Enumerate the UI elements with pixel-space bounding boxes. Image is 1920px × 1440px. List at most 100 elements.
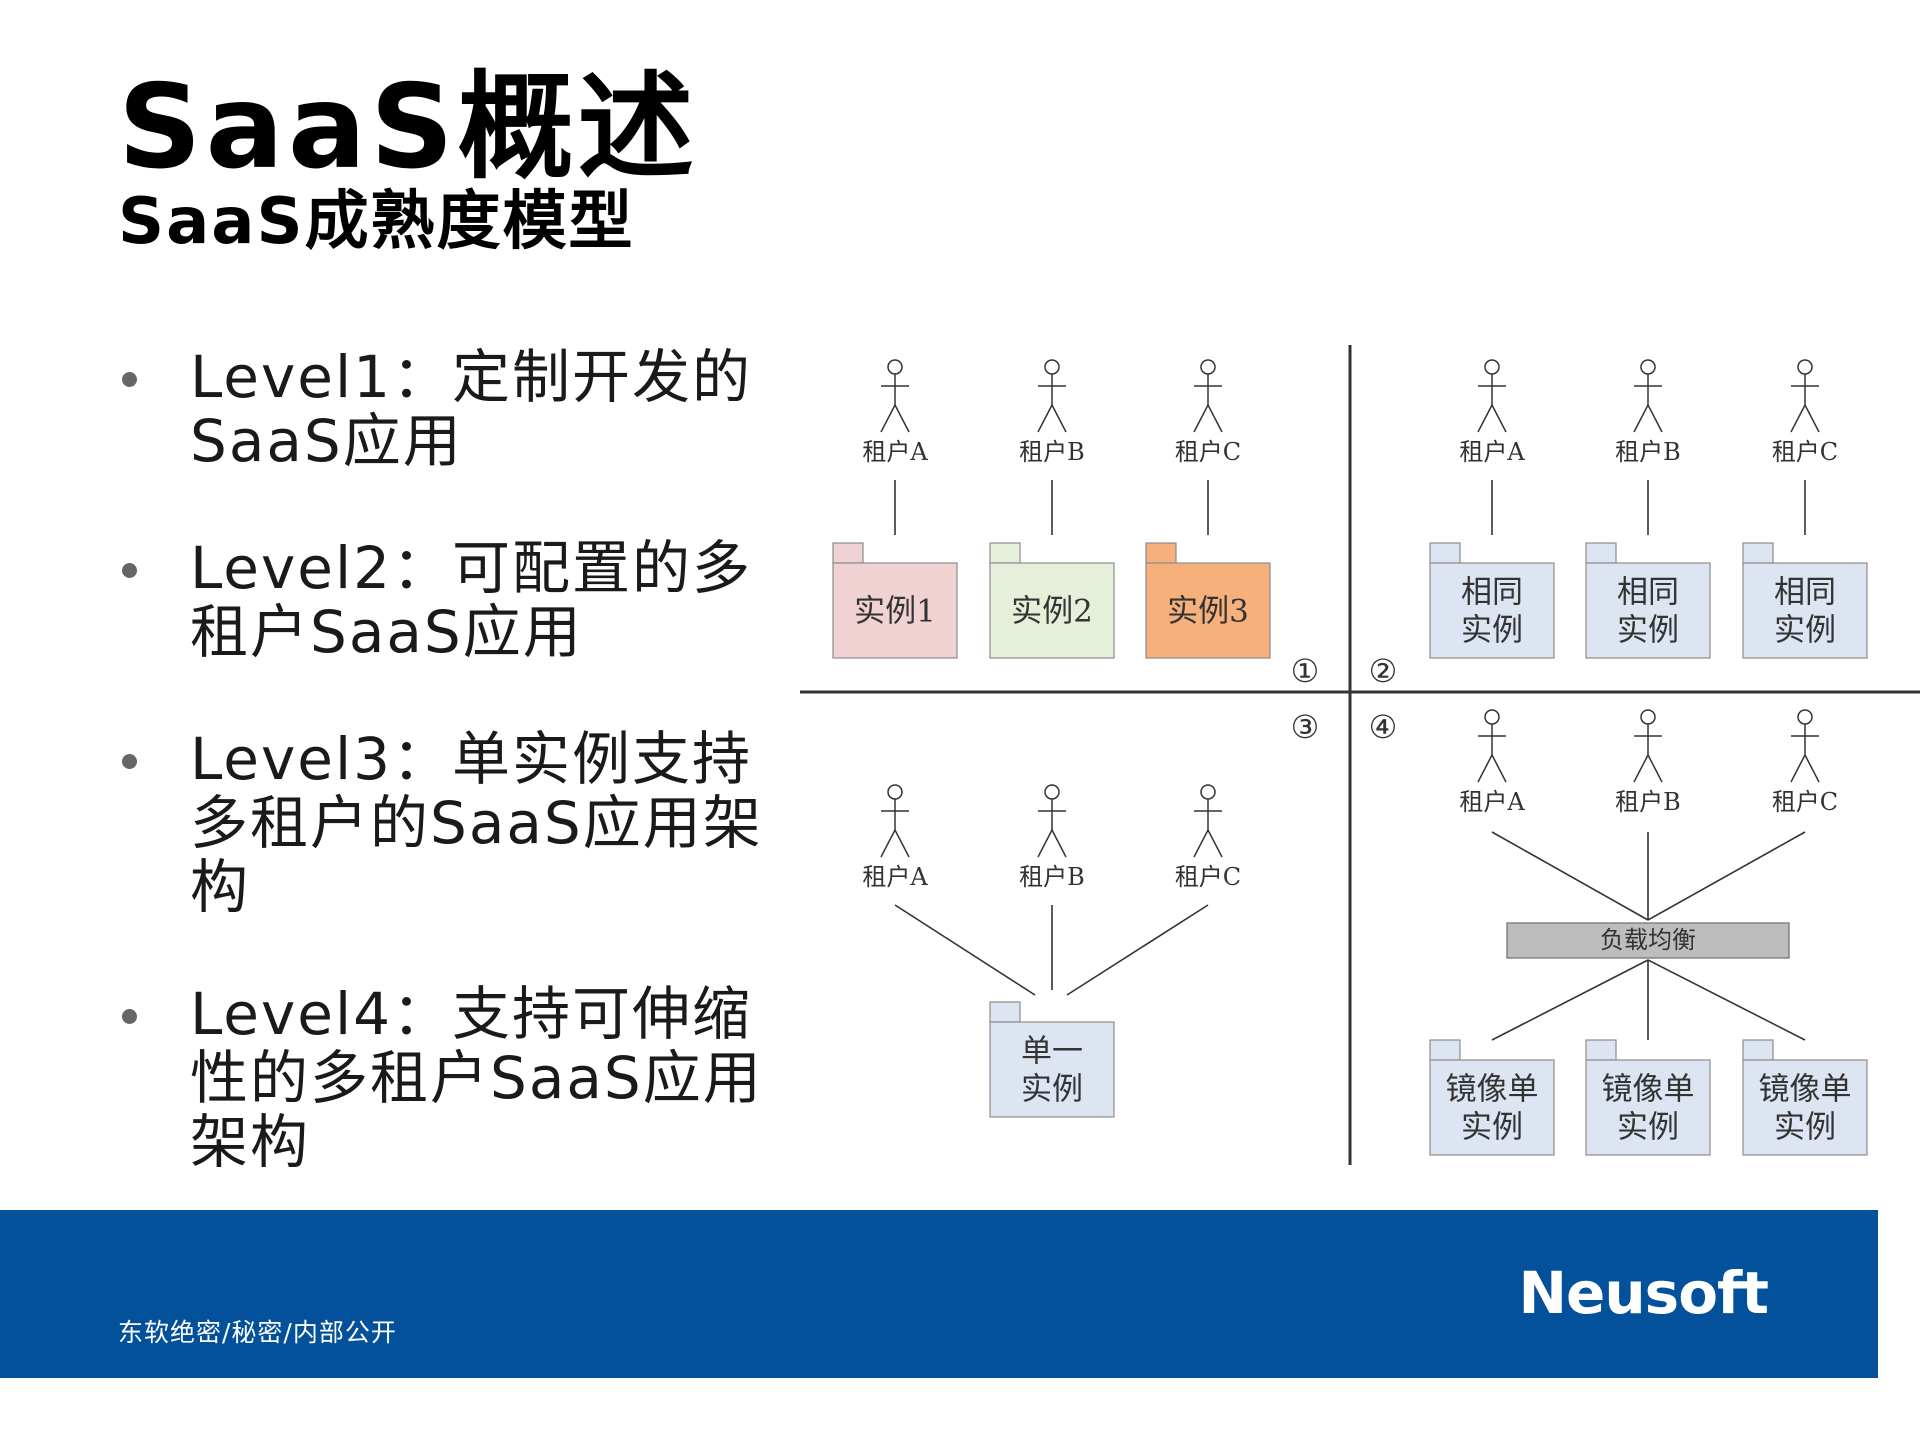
person-leg-icon bbox=[1037, 404, 1053, 433]
instance-label: 镜像单 bbox=[1602, 1072, 1695, 1108]
person-leg-icon bbox=[1633, 404, 1649, 433]
person-leg-icon bbox=[894, 829, 910, 858]
instance-label: 实例 bbox=[1774, 613, 1836, 649]
person-leg-icon bbox=[1790, 754, 1806, 783]
bullet-item: Level2：可配置的多租户SaaS应用 bbox=[118, 536, 798, 664]
person-leg-icon bbox=[1037, 829, 1053, 858]
tenant-label: 租户C bbox=[1175, 863, 1241, 891]
bullet-dot-icon bbox=[122, 754, 137, 769]
tenant-label: 租户B bbox=[1615, 788, 1681, 816]
person-leg-icon bbox=[1804, 754, 1820, 783]
tenant-label: 租户A bbox=[862, 863, 928, 891]
instance-box bbox=[1429, 562, 1555, 659]
person-leg-icon bbox=[880, 829, 896, 858]
bullet-text: Level4：支持可伸缩性的多租户SaaS应用架构 bbox=[190, 980, 763, 1176]
person-leg-icon bbox=[1477, 404, 1493, 433]
connector-line bbox=[1647, 959, 1806, 1041]
folder-tab-icon bbox=[1429, 1039, 1461, 1061]
person-leg-icon bbox=[1804, 404, 1820, 433]
folder-tab-icon bbox=[989, 1001, 1021, 1023]
instance-label: 实例2 bbox=[1011, 594, 1093, 630]
person-leg-icon bbox=[1491, 754, 1507, 783]
tenant-label: 租户C bbox=[1772, 438, 1838, 466]
neusoft-logo: Neusoft bbox=[1518, 1259, 1769, 1327]
connector-line bbox=[1491, 959, 1649, 1041]
bullet-item: Level1：定制开发的SaaS应用 bbox=[118, 345, 798, 473]
tenant-label: 租户A bbox=[1459, 438, 1525, 466]
slide-subtitle: SaaS成熟度模型 bbox=[118, 185, 635, 259]
bullet-dot-icon bbox=[122, 563, 137, 578]
bullet-text: Level2：可配置的多租户SaaS应用 bbox=[190, 534, 753, 666]
person-head-icon bbox=[1640, 359, 1656, 375]
instance-label: 实例 bbox=[1021, 1072, 1083, 1108]
person-head-icon bbox=[1640, 709, 1656, 725]
load-balancer-label: 负载均衡 bbox=[1600, 926, 1696, 954]
bullet-list: Level1：定制开发的SaaS应用 Level2：可配置的多租户SaaS应用 … bbox=[118, 345, 798, 1237]
tenant-label: 租户B bbox=[1615, 438, 1681, 466]
folder-tab-icon bbox=[1145, 542, 1177, 564]
instance-box bbox=[989, 562, 1115, 659]
connector-line bbox=[1647, 831, 1806, 921]
folder-tab-icon bbox=[832, 542, 864, 564]
person-head-icon bbox=[1797, 709, 1813, 725]
bullet-item: Level3：单实例支持多租户的SaaS应用架构 bbox=[118, 727, 798, 919]
instance-box bbox=[1145, 562, 1271, 659]
instance-box bbox=[989, 1021, 1115, 1118]
bullet-item: Level4：支持可伸缩性的多租户SaaS应用架构 bbox=[118, 982, 798, 1174]
instance-label: 相同 bbox=[1461, 575, 1523, 611]
bullet-dot-icon bbox=[122, 372, 137, 387]
instance-label: 实例1 bbox=[854, 594, 936, 630]
folder-tab-icon bbox=[1429, 542, 1461, 564]
quadrant-number: ③ bbox=[1291, 708, 1320, 746]
connector-line bbox=[1066, 904, 1209, 996]
instance-box bbox=[832, 562, 958, 659]
quadrant-number: ② bbox=[1369, 652, 1398, 690]
person-leg-icon bbox=[1051, 829, 1067, 858]
instance-box bbox=[1585, 1059, 1711, 1156]
bullet-text: Level3：单实例支持多租户的SaaS应用架构 bbox=[190, 725, 763, 921]
person-head-icon bbox=[1200, 359, 1216, 375]
tenant-label: 租户C bbox=[1175, 438, 1241, 466]
person-leg-icon bbox=[894, 404, 910, 433]
person-head-icon bbox=[887, 784, 903, 800]
instance-box bbox=[1429, 1059, 1555, 1156]
folder-tab-icon bbox=[989, 542, 1021, 564]
instance-box bbox=[1742, 1059, 1868, 1156]
person-head-icon bbox=[1044, 359, 1060, 375]
person-leg-icon bbox=[1207, 404, 1223, 433]
person-leg-icon bbox=[1491, 404, 1507, 433]
classification-label: 东软绝密/秘密/内部公开 bbox=[118, 1318, 397, 1347]
person-leg-icon bbox=[1647, 754, 1663, 783]
folder-tab-icon bbox=[1742, 542, 1774, 564]
person-leg-icon bbox=[1207, 829, 1223, 858]
instance-label: 实例 bbox=[1774, 1110, 1836, 1146]
tenant-label: 租户B bbox=[1019, 863, 1085, 891]
person-head-icon bbox=[1484, 709, 1500, 725]
bullet-dot-icon bbox=[122, 1009, 137, 1024]
person-leg-icon bbox=[1633, 754, 1649, 783]
instance-box bbox=[1585, 562, 1711, 659]
instance-label: 实例 bbox=[1617, 613, 1679, 649]
instance-label: 实例 bbox=[1461, 613, 1523, 649]
instance-label: 实例3 bbox=[1167, 594, 1249, 630]
person-head-icon bbox=[1200, 784, 1216, 800]
person-leg-icon bbox=[1051, 404, 1067, 433]
instance-label: 相同 bbox=[1617, 575, 1679, 611]
person-leg-icon bbox=[1193, 404, 1209, 433]
tenant-label: 租户A bbox=[862, 438, 928, 466]
quadrant-number: ① bbox=[1291, 652, 1320, 690]
person-head-icon bbox=[1484, 359, 1500, 375]
person-leg-icon bbox=[1193, 829, 1209, 858]
instance-label: 相同 bbox=[1774, 575, 1836, 611]
person-head-icon bbox=[1797, 359, 1813, 375]
tenant-label: 租户B bbox=[1019, 438, 1085, 466]
person-leg-icon bbox=[1647, 404, 1663, 433]
instance-label: 实例 bbox=[1461, 1110, 1523, 1146]
footer-bar: 东软绝密/秘密/内部公开 Neusoft bbox=[0, 1210, 1878, 1378]
folder-tab-icon bbox=[1585, 542, 1617, 564]
tenant-label: 租户C bbox=[1772, 788, 1838, 816]
instance-label: 镜像单 bbox=[1446, 1072, 1539, 1108]
person-head-icon bbox=[1044, 784, 1060, 800]
folder-tab-icon bbox=[1742, 1039, 1774, 1061]
